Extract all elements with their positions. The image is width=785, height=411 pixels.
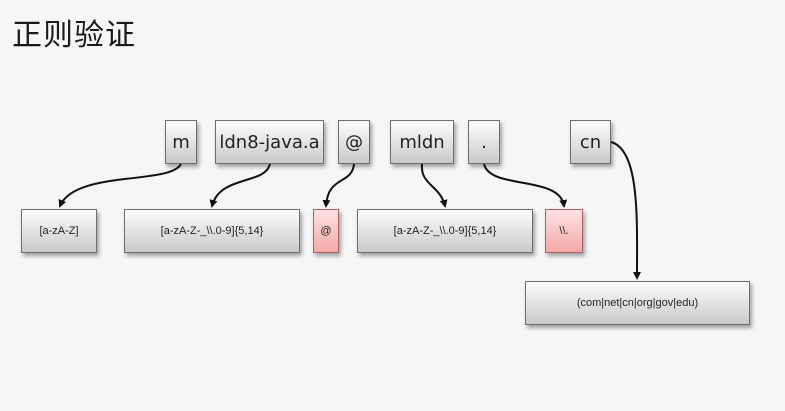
- token-m: m: [165, 120, 197, 164]
- pattern-tld: (com|net|cn|org|gov|edu): [525, 281, 750, 325]
- arrow-cn: [610, 141, 642, 280]
- pattern-domain: [a-zA-Z-_\\.0-9]{5,14}: [357, 209, 533, 253]
- pattern-letters: [a-zA-Z]: [21, 209, 97, 253]
- arrow-ldn: [209, 163, 271, 208]
- pattern-at: @: [313, 209, 339, 253]
- arrow-dot: [483, 163, 568, 208]
- page-title: 正则验证: [12, 18, 136, 53]
- token-dot: .: [468, 120, 500, 164]
- pattern-dot: \\.: [545, 209, 583, 253]
- token-ldn8-java: ldn8-java.a: [215, 120, 324, 164]
- arrow-at: [322, 163, 355, 208]
- arrow-mldn: [420, 163, 448, 208]
- token-at: @: [338, 120, 370, 164]
- token-mldn: mldn: [390, 120, 454, 164]
- arrow-m: [58, 163, 182, 208]
- pattern-user-body: [a-zA-Z-_\\.0-9]{5,14}: [124, 209, 300, 253]
- token-cn: cn: [570, 120, 611, 164]
